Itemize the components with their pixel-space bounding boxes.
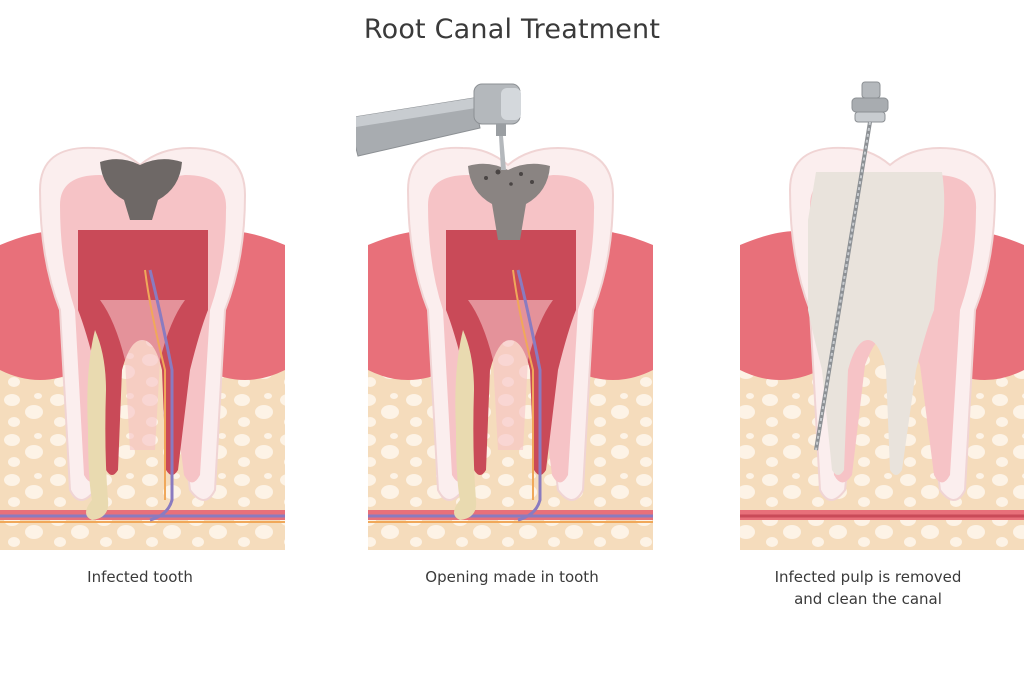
caption-line: and clean the canal <box>794 590 942 608</box>
caption-pulp-removed: Infected pulp is removed and clean the c… <box>712 566 1024 610</box>
debris <box>519 172 523 176</box>
tooth-diagram-infected <box>0 146 285 550</box>
drill-icon <box>356 83 521 170</box>
tooth-diagram-cleaned <box>740 81 1024 550</box>
nerve-artery <box>512 269 534 500</box>
abscess <box>454 330 477 520</box>
pulp-highlight <box>468 300 553 450</box>
nerve-artery <box>144 269 166 500</box>
infected-pulp <box>446 230 576 475</box>
caption-line: Opening made in tooth <box>425 568 599 586</box>
drilled-opening <box>468 163 550 240</box>
debris <box>509 182 513 186</box>
debris <box>530 180 534 184</box>
panel-pulp-removed <box>712 70 1024 560</box>
tooth-diagram-opening <box>356 83 653 550</box>
caption-line: Infected pulp is removed <box>774 568 962 586</box>
caption-line: Infected tooth <box>87 568 193 586</box>
caption-infected-tooth: Infected tooth <box>0 566 296 588</box>
endodontic-file-icon <box>814 81 889 451</box>
tooth-decay <box>100 159 182 220</box>
panel-infected-tooth <box>0 70 312 560</box>
nerve-vein <box>148 269 174 522</box>
pulp-highlight <box>100 300 185 450</box>
debris <box>484 176 488 180</box>
infected-pulp <box>78 230 208 475</box>
nerve-vein <box>516 269 542 522</box>
page-title: Root Canal Treatment <box>363 14 661 45</box>
caption-opening-made: Opening made in tooth <box>356 566 668 588</box>
debris <box>495 169 501 175</box>
cleaned-canal <box>808 172 945 475</box>
abscess <box>86 330 109 520</box>
panel-opening-made <box>356 70 668 560</box>
